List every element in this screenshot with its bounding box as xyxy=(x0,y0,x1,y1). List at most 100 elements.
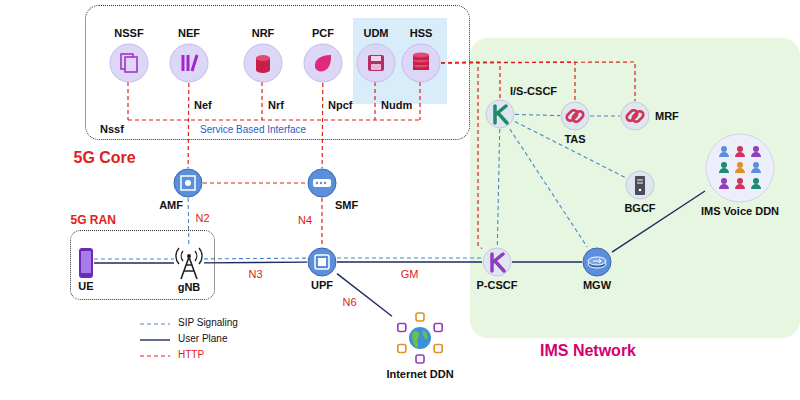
icon-glyph xyxy=(571,110,584,123)
node-label: AMF xyxy=(159,199,183,212)
interface-name: GM xyxy=(400,268,420,281)
node-icon xyxy=(620,101,650,131)
interface-link xyxy=(337,274,392,317)
node-icon xyxy=(560,101,590,131)
interface-link xyxy=(612,191,705,252)
sip-signal-line xyxy=(510,129,587,247)
icon-glyph xyxy=(721,178,727,184)
icon-glyph xyxy=(735,152,745,157)
icon-glyph xyxy=(256,55,270,61)
network-function: MRF xyxy=(620,101,650,131)
network-function: HSS xyxy=(401,43,441,83)
service-interface: Nssf xyxy=(100,123,124,136)
group-title: IMS Network xyxy=(540,342,636,360)
icon-glyph xyxy=(751,152,761,157)
legend-text: SIP Signaling xyxy=(178,317,238,329)
interface-name: N3 xyxy=(247,268,263,281)
http-line xyxy=(441,62,635,101)
icon-glyph xyxy=(639,189,642,192)
icon-glyph xyxy=(313,179,331,187)
bus-caption: Service Based Interface xyxy=(200,124,306,136)
icon-glyph xyxy=(324,182,326,184)
icon-glyph xyxy=(176,248,202,264)
icon-glyph xyxy=(79,248,93,278)
interface-name: N2 xyxy=(194,212,210,225)
network-function: P-CSCF xyxy=(482,247,512,277)
node-label: MGW xyxy=(583,279,611,292)
icon-glyph xyxy=(588,257,606,265)
node-icon xyxy=(307,168,337,198)
icon-glyph xyxy=(371,64,381,70)
icon-glyph xyxy=(416,355,424,363)
node-icon xyxy=(482,247,512,277)
icon-glyph xyxy=(635,176,645,195)
icon-glyph xyxy=(593,259,601,263)
icon-glyph xyxy=(315,255,329,269)
network-function: UE xyxy=(78,248,94,278)
interface-link xyxy=(441,62,482,249)
icon-glyph xyxy=(416,313,424,321)
icon-glyph xyxy=(315,55,331,71)
udm-hss-panel xyxy=(353,18,447,104)
interface-link xyxy=(512,262,582,263)
node-label: PCF xyxy=(312,27,334,40)
icon-glyph xyxy=(185,180,191,186)
legend-row: User Plane xyxy=(140,333,270,347)
bus-line xyxy=(128,119,420,120)
icon-glyph xyxy=(492,254,504,271)
icon-glyph xyxy=(434,324,442,332)
node-icon xyxy=(169,43,209,83)
ims-panel-fill xyxy=(470,38,800,338)
network-function: UDM xyxy=(356,43,396,83)
icon-glyph xyxy=(398,345,406,353)
bus-drop xyxy=(261,82,262,120)
node-label: BGCF xyxy=(624,202,655,215)
icon-disc xyxy=(357,44,395,82)
node-icon xyxy=(307,247,337,277)
icon-disc xyxy=(483,248,511,276)
user-plane-line xyxy=(337,274,392,317)
icon-glyph xyxy=(81,251,91,273)
node-label: Internet DDN xyxy=(386,368,453,381)
icon-glyph xyxy=(393,311,447,365)
interface-name: N4 xyxy=(297,214,313,227)
icon-glyph xyxy=(737,162,743,168)
network-function: I/S-CSCF xyxy=(485,99,515,129)
icon-disc xyxy=(621,102,649,130)
icon-glyph xyxy=(753,162,759,168)
interface-link xyxy=(590,116,620,117)
service-interface: Npcf xyxy=(328,99,352,112)
icon-glyph xyxy=(181,176,195,190)
icon-glyph xyxy=(735,184,745,189)
legend-line xyxy=(140,339,170,340)
bus-drop xyxy=(127,82,128,120)
icon-glyph xyxy=(409,327,431,349)
interface-link xyxy=(497,129,499,247)
user-plane-line xyxy=(204,261,307,263)
network-function: TAS xyxy=(560,101,590,131)
node-icon xyxy=(243,43,283,83)
network-function: Internet DDN xyxy=(392,310,448,366)
icon-disc xyxy=(244,44,282,82)
icon-glyph xyxy=(737,146,743,152)
icon-glyph xyxy=(721,146,727,152)
icon-glyph xyxy=(706,134,774,202)
node-label: NEF xyxy=(178,27,200,40)
sip-signal-line xyxy=(515,122,625,178)
icon-glyph xyxy=(719,152,729,157)
interface-link xyxy=(441,62,500,99)
group-title: 5G RAN xyxy=(71,214,116,228)
interface-link xyxy=(94,259,174,263)
icon-glyph xyxy=(721,162,727,168)
sip-signal-line xyxy=(188,198,190,247)
icon-glyph xyxy=(412,330,427,348)
sip-signal-line xyxy=(497,129,499,247)
icon-glyph xyxy=(737,178,743,184)
legend-text: HTTP xyxy=(178,349,204,361)
node-icon xyxy=(173,168,203,198)
legend-sample xyxy=(140,333,172,347)
node-icon xyxy=(303,43,343,83)
icon-disc xyxy=(308,169,336,197)
icon-glyph xyxy=(631,110,644,123)
user-plane-line xyxy=(94,262,174,263)
